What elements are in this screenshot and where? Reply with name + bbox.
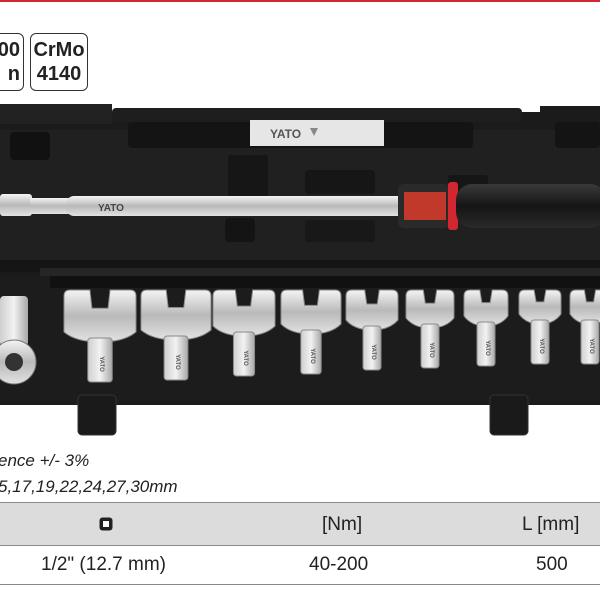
drive-size-cell: 1/2" (12.7 mm) (41, 554, 167, 575)
tolerance-text: ence +/- 3% (0, 451, 90, 470)
spanner-head-brand: YATO (484, 340, 490, 356)
lid-label: YATO (250, 120, 384, 146)
spanner-shank (476, 321, 496, 367)
wrench-brand-text: YATO (98, 203, 124, 214)
square-drive-icon (99, 517, 113, 531)
spanner-shank (580, 319, 600, 365)
top-accent-line (0, 0, 600, 2)
torque-range-cell: 40-200 (309, 554, 369, 575)
spanner-shank (87, 337, 113, 383)
spanner-head-brand: YATO (428, 342, 434, 358)
spanner-head-brand: YATO (538, 338, 544, 354)
badge-line-1: 00 (0, 39, 20, 61)
yato-logo-icon (310, 128, 318, 136)
spanner-head (569, 289, 600, 325)
spanner-shank (362, 325, 382, 371)
spanner-shank (300, 329, 322, 375)
table-row: 1/2" (12.7 mm) 40-200 500 (0, 545, 600, 585)
spanner-shank (232, 331, 256, 377)
torque-range-badge: 00 n (0, 33, 24, 91)
badge-line-2: 4140 (36, 63, 82, 85)
ratchet-head (0, 296, 37, 385)
lid-brand-text: YATO (270, 127, 301, 141)
length-cell: 500 (536, 554, 568, 575)
spanner-heads: YATO YATO YATO YATO YATO YATO YATO YATO YATO (63, 289, 600, 383)
spanner-head-brand: YATO (98, 356, 104, 372)
badge-line-1: CrMo (33, 39, 85, 61)
spanner-shank (420, 323, 440, 369)
spanner-head-brand: YATO (588, 338, 594, 354)
material-badge: CrMo 4140 (30, 33, 88, 91)
sizes-text: 5,17,19,22,24,27,30mm (0, 477, 178, 496)
length-header: L [mm] (522, 514, 580, 535)
table-header-row: [Nm] L [mm] (0, 502, 600, 545)
spanner-head-brand: YATO (309, 348, 315, 364)
badge-line-2: n (7, 63, 20, 85)
spanner-shank (530, 319, 550, 365)
spanner-shank (163, 335, 189, 381)
spanner-head-brand: YATO (242, 350, 248, 366)
spanner-head-brand: YATO (370, 344, 376, 360)
spanner-head-brand: YATO (174, 354, 180, 370)
torque-wrench: YATO (0, 182, 600, 230)
torque-header: [Nm] (322, 514, 363, 535)
case-body (0, 104, 600, 436)
